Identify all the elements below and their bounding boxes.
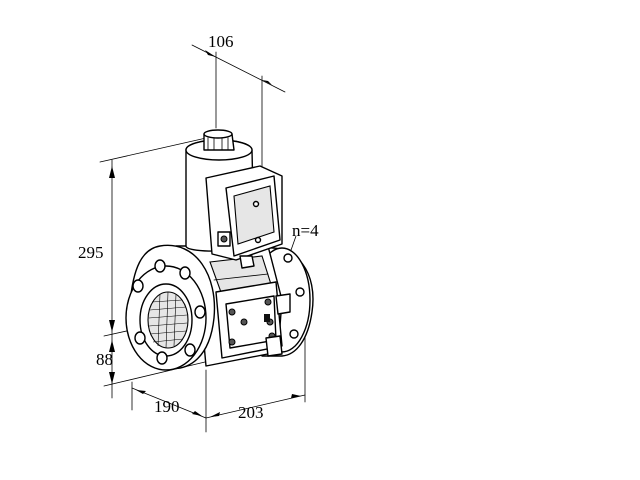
pipe-mesh-hatch xyxy=(148,291,188,349)
dim-height-total: 295 xyxy=(78,243,104,262)
front-flange xyxy=(125,244,216,371)
dim-length-face: 190 xyxy=(154,397,180,416)
dim-top-width: 106 xyxy=(208,32,234,51)
connector-housing xyxy=(205,165,283,269)
dimension-labels: 106 295 88 190 203 n=4 xyxy=(78,32,319,422)
flange-bolt-holes xyxy=(132,259,206,365)
dim-length-side: 203 xyxy=(238,403,264,422)
lower-control-module xyxy=(215,281,291,359)
dim-height-lower: 88 xyxy=(96,350,113,369)
bolt-count-label: n=4 xyxy=(292,221,319,240)
